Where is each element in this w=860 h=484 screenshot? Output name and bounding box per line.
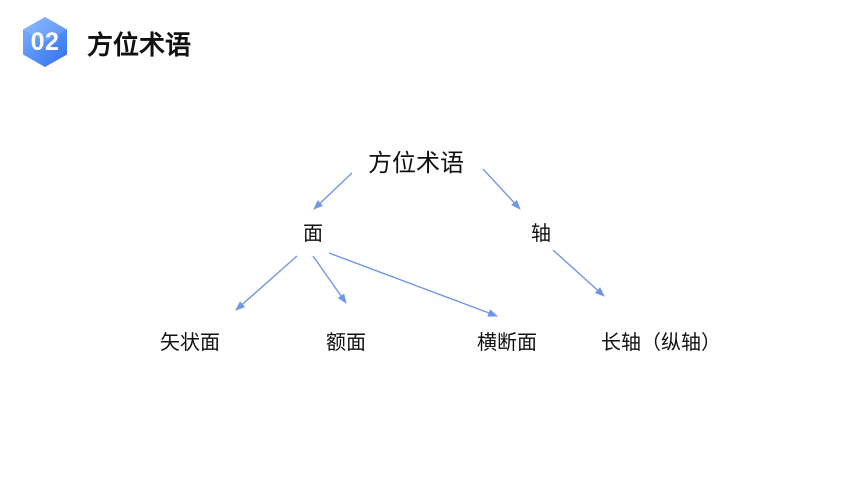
node-long-axis: 长轴（纵轴） [601, 330, 721, 354]
node-transverse-plane: 横断面 [477, 330, 537, 354]
section-number: 02 [30, 28, 60, 56]
arrow-root-to-axis [482, 168, 521, 210]
node-plane: 面 [303, 221, 323, 245]
node-frontal-plane: 额面 [326, 330, 366, 354]
arrow-plane-to-frontal [312, 255, 347, 304]
node-root: 方位术语 [368, 149, 464, 177]
hexagon-badge-icon [23, 17, 67, 67]
arrow-plane-to-sagittal [235, 255, 298, 311]
arrow-root-to-plane [313, 172, 353, 210]
arrow-plane-to-transverse [328, 252, 498, 317]
section-title: 方位术语 [87, 31, 192, 61]
arrow-axis-to-long-axis [552, 249, 605, 297]
node-axis: 轴 [531, 221, 551, 245]
node-sagittal-plane: 矢状面 [160, 330, 220, 354]
section-number-badge: 02 [22, 16, 68, 68]
